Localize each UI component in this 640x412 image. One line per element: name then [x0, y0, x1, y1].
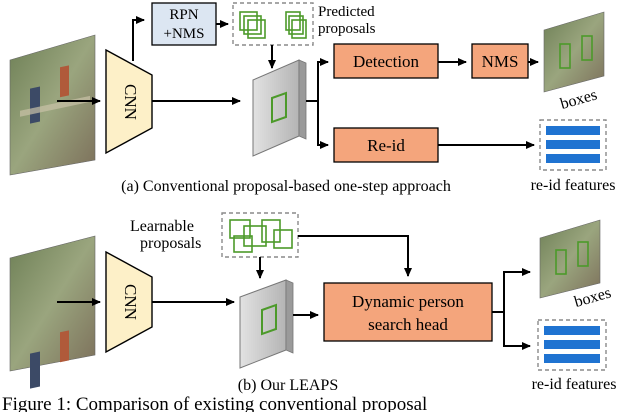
reid-features-b — [537, 319, 607, 371]
arrow-cnn-to-rpn — [132, 16, 145, 61]
cnn-label-a: CNN — [121, 84, 140, 120]
dynamic-head-box — [323, 282, 493, 342]
reid-label: Re-id — [367, 136, 405, 155]
reid-features-a — [539, 119, 607, 171]
head-label-line2: search head — [368, 315, 448, 334]
learnable-proposals — [221, 212, 299, 258]
panel-b: CNN Learnable proposals Dynamic person s… — [9, 212, 617, 394]
arrow-feature-to-reid — [317, 101, 329, 149]
learnable-label: Learnable — [130, 218, 194, 235]
rpn-nms-box — [151, 2, 217, 46]
roi-box-a — [271, 91, 287, 124]
proposals-label: proposals — [318, 21, 376, 37]
caption-a: (a) Conventional proposal-based one-step… — [121, 178, 451, 195]
input-scene-image-a — [9, 34, 96, 176]
feature-map-a — [252, 59, 307, 157]
learnable-proposals-label: proposals — [140, 235, 201, 252]
feature-map-b — [239, 279, 294, 369]
caption-b: (b) Our LEAPS — [238, 377, 338, 394]
arrow-proposals-to-head — [298, 235, 412, 277]
output-boxes-image-b — [539, 219, 601, 299]
head-label-line1: Dynamic person — [352, 292, 464, 311]
features-label-a: re-id features — [531, 177, 616, 194]
reid-box — [333, 127, 439, 163]
figure-caption: Figure 1: Comparison of existing convent… — [2, 394, 427, 412]
nms-label: NMS — [482, 52, 519, 71]
detection-box — [333, 43, 439, 79]
predicted-label: Predicted — [318, 4, 375, 20]
predicted-proposals — [232, 2, 314, 46]
detection-label: Detection — [353, 52, 420, 71]
arrow-head-to-boxes — [492, 268, 531, 313]
arrow-feature-to-detection — [306, 58, 329, 102]
cnn-block-b — [105, 250, 153, 354]
input-scene-image-b — [9, 235, 96, 389]
output-boxes-image-a — [543, 11, 605, 93]
arrow-head-to-features — [503, 312, 531, 350]
cnn-label-b: CNN — [121, 284, 140, 320]
boxes-label-a: boxes — [558, 86, 599, 113]
features-label-b: re-id features — [532, 376, 617, 393]
roi-box-b — [261, 303, 277, 336]
rpn-label: RPN — [169, 7, 198, 23]
nms-sub-label: +NMS — [164, 26, 205, 42]
cnn-block-a — [105, 48, 153, 155]
panel-a: CNN RPN +NMS Predicted proposals — [9, 2, 616, 195]
nms-box — [471, 43, 529, 79]
